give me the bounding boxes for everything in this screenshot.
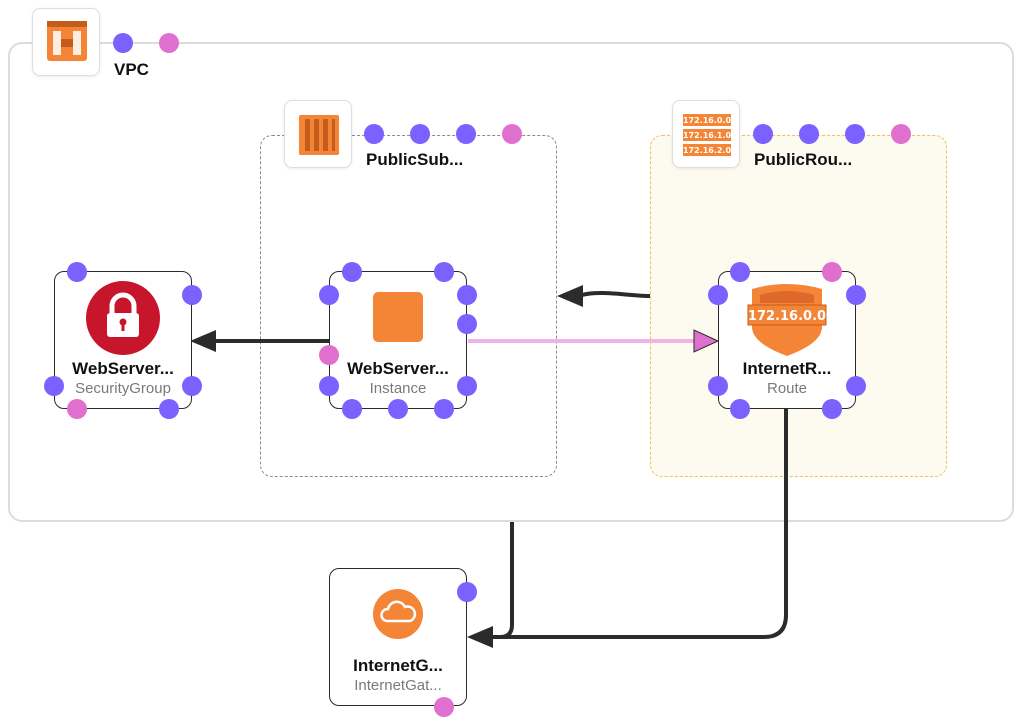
instance-port[interactable] — [319, 376, 339, 396]
security-group-port[interactable] — [182, 285, 202, 305]
vpc-icon[interactable] — [32, 8, 100, 76]
route-badge-text: 172.16.0.0 — [748, 309, 826, 324]
route-table-row-2: 172.16.1.0 — [683, 131, 732, 140]
route-title: InternetR... — [742, 359, 832, 378]
subnet-port-selected[interactable] — [502, 124, 522, 144]
security-group-subtitle: SecurityGroup — [75, 380, 171, 397]
instance-subtitle: Instance — [369, 380, 427, 397]
cloud-icon — [373, 589, 423, 639]
route-table-port[interactable] — [799, 124, 819, 144]
route-port-selected[interactable] — [822, 262, 842, 282]
instance-title: WebServer... — [347, 359, 449, 378]
route-port[interactable] — [730, 262, 750, 282]
security-group-title: WebServer... — [72, 359, 174, 378]
arrowhead-securitygroup — [190, 330, 216, 352]
route-port[interactable] — [822, 399, 842, 419]
security-group-port[interactable] — [182, 376, 202, 396]
arrowhead-subnet — [557, 285, 583, 307]
route-port[interactable] — [846, 376, 866, 396]
instance-port[interactable] — [342, 399, 362, 419]
instance-port[interactable] — [319, 285, 339, 305]
security-group-port[interactable] — [159, 399, 179, 419]
instance-port[interactable] — [434, 399, 454, 419]
subnet-label: PublicSub... — [366, 150, 464, 169]
route-table-port[interactable] — [845, 124, 865, 144]
subnet-port[interactable] — [456, 124, 476, 144]
subnet-container[interactable] — [260, 135, 557, 477]
vpc-port-selected[interactable] — [159, 33, 179, 53]
arrowhead-route — [693, 329, 720, 353]
instance-port[interactable] — [457, 376, 477, 396]
internet-gateway-subtitle: InternetGat... — [354, 677, 442, 694]
route-port[interactable] — [730, 399, 750, 419]
route-table-row-3: 172.16.2.0 — [683, 146, 732, 155]
security-group-port[interactable] — [44, 376, 64, 396]
route-table-row-1: 172.16.0.0 — [683, 116, 732, 125]
route-table-label: PublicRou... — [754, 150, 853, 169]
instance-port[interactable] — [342, 262, 362, 282]
instance-port[interactable] — [457, 314, 477, 334]
vpc-port[interactable] — [113, 33, 133, 53]
security-group-port[interactable] — [67, 262, 87, 282]
subnet-port[interactable] — [410, 124, 430, 144]
internet-gateway-port-selected[interactable] — [434, 697, 454, 717]
internet-gateway-port[interactable] — [457, 582, 477, 602]
route-port[interactable] — [708, 285, 728, 305]
edge-vpc-to-gateway[interactable] — [490, 522, 514, 639]
vpc-label: VPC — [114, 60, 149, 79]
route-subtitle: Route — [766, 380, 808, 397]
edge-routetable-to-subnet[interactable] — [581, 291, 651, 298]
lock-icon — [86, 281, 160, 355]
instance-port[interactable] — [457, 285, 477, 305]
route-shield-icon: 172.16.0.0 — [747, 284, 827, 356]
subnet-port[interactable] — [364, 124, 384, 144]
route-table-port-selected[interactable] — [891, 124, 911, 144]
arrowhead-gateway — [467, 626, 493, 648]
route-table-port[interactable] — [753, 124, 773, 144]
edge-route-to-gateway[interactable] — [490, 408, 788, 639]
instance-port[interactable] — [388, 399, 408, 419]
route-port[interactable] — [846, 285, 866, 305]
route-port[interactable] — [708, 376, 728, 396]
instance-port[interactable] — [434, 262, 454, 282]
internet-gateway-title: InternetG... — [353, 656, 443, 675]
instance-port-selected[interactable] — [319, 345, 339, 365]
ec2-instance-icon — [373, 292, 423, 342]
route-table-icon[interactable]: 172.16.0.0 172.16.1.0 172.16.2.0 — [672, 100, 740, 168]
subnet-icon[interactable] — [284, 100, 352, 168]
security-group-port-selected[interactable] — [67, 399, 87, 419]
